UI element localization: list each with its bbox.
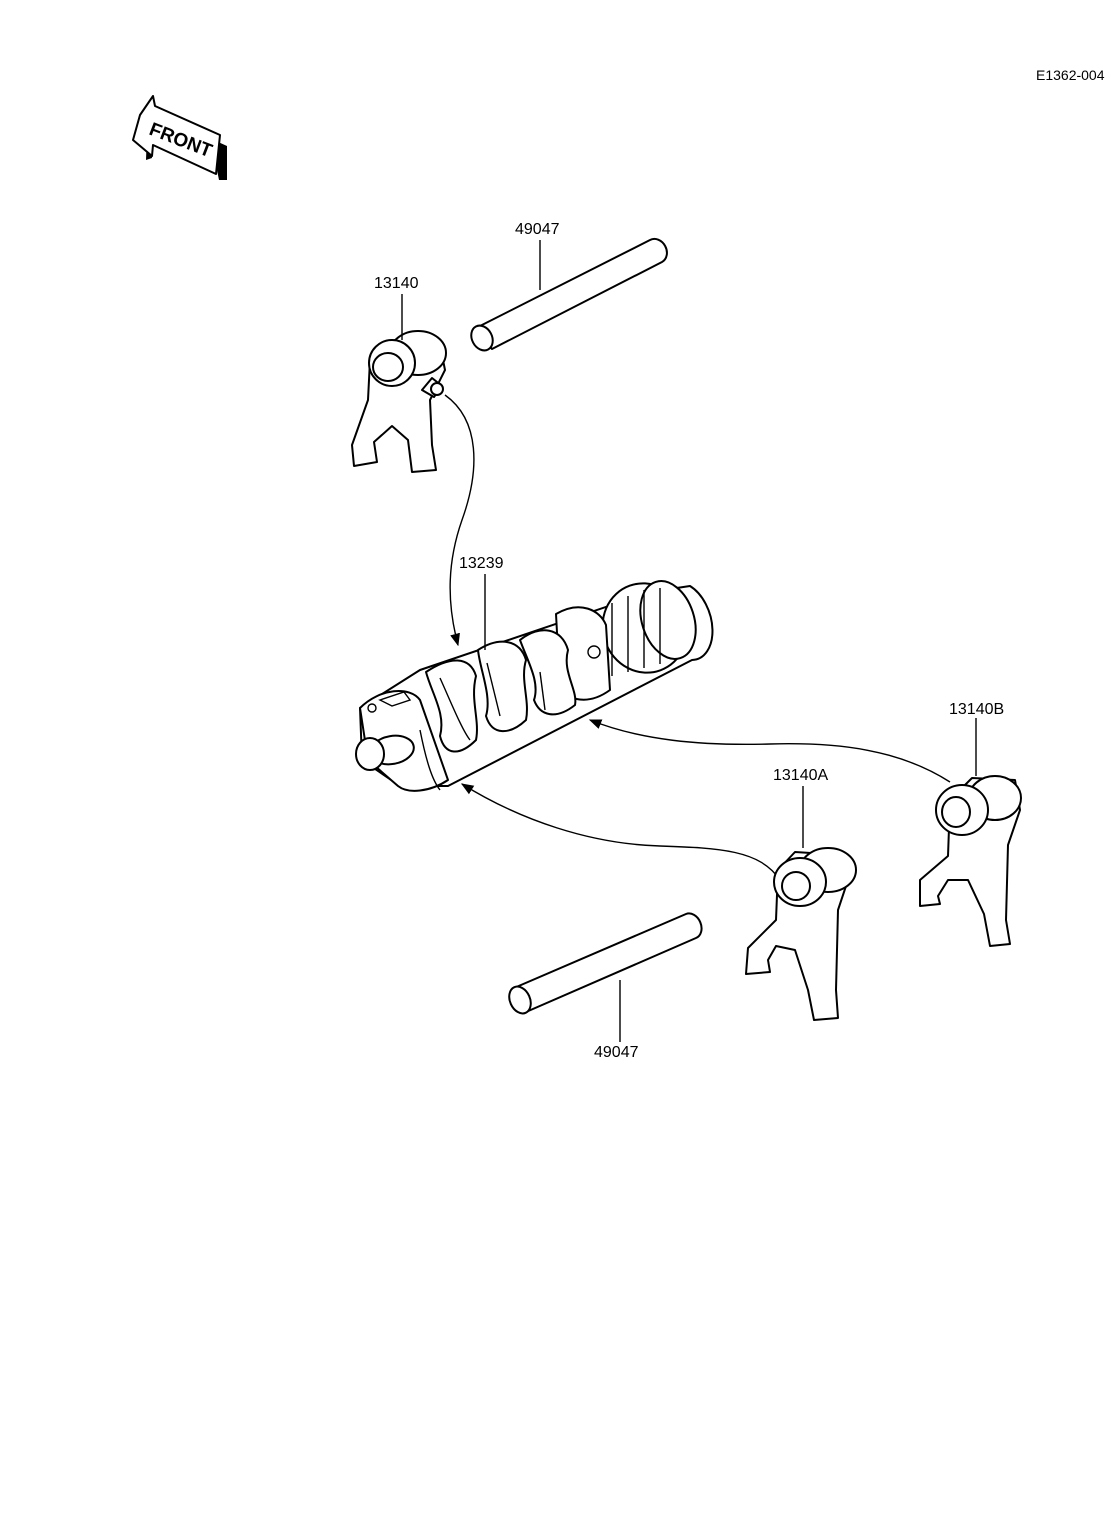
part-label-shaft-top: 49047 [515,221,560,238]
reference-code: E1362-004 [1036,67,1105,83]
shift-rod-bottom [508,912,703,1015]
part-label-shaft-bottom: 49047 [594,1044,639,1061]
arrow-fork-a-to-drum [460,783,781,881]
shift-fork-top [351,330,447,473]
part-label-fork-b: 13140B [949,701,1004,718]
part-label-fork-a: 13140A [773,767,828,784]
arrow-fork-b-to-drum [588,719,951,783]
shift-fork-a [745,847,857,1021]
shift-fork-b [919,775,1022,947]
part-label-fork-top: 13140 [374,275,419,292]
part-label-drum: 13239 [459,555,504,572]
arrow-fork-top-to-drum [444,394,475,647]
shift-drum [355,580,714,792]
front-arrow-icon: FRONT [132,95,227,180]
shift-rod-top [470,237,668,352]
